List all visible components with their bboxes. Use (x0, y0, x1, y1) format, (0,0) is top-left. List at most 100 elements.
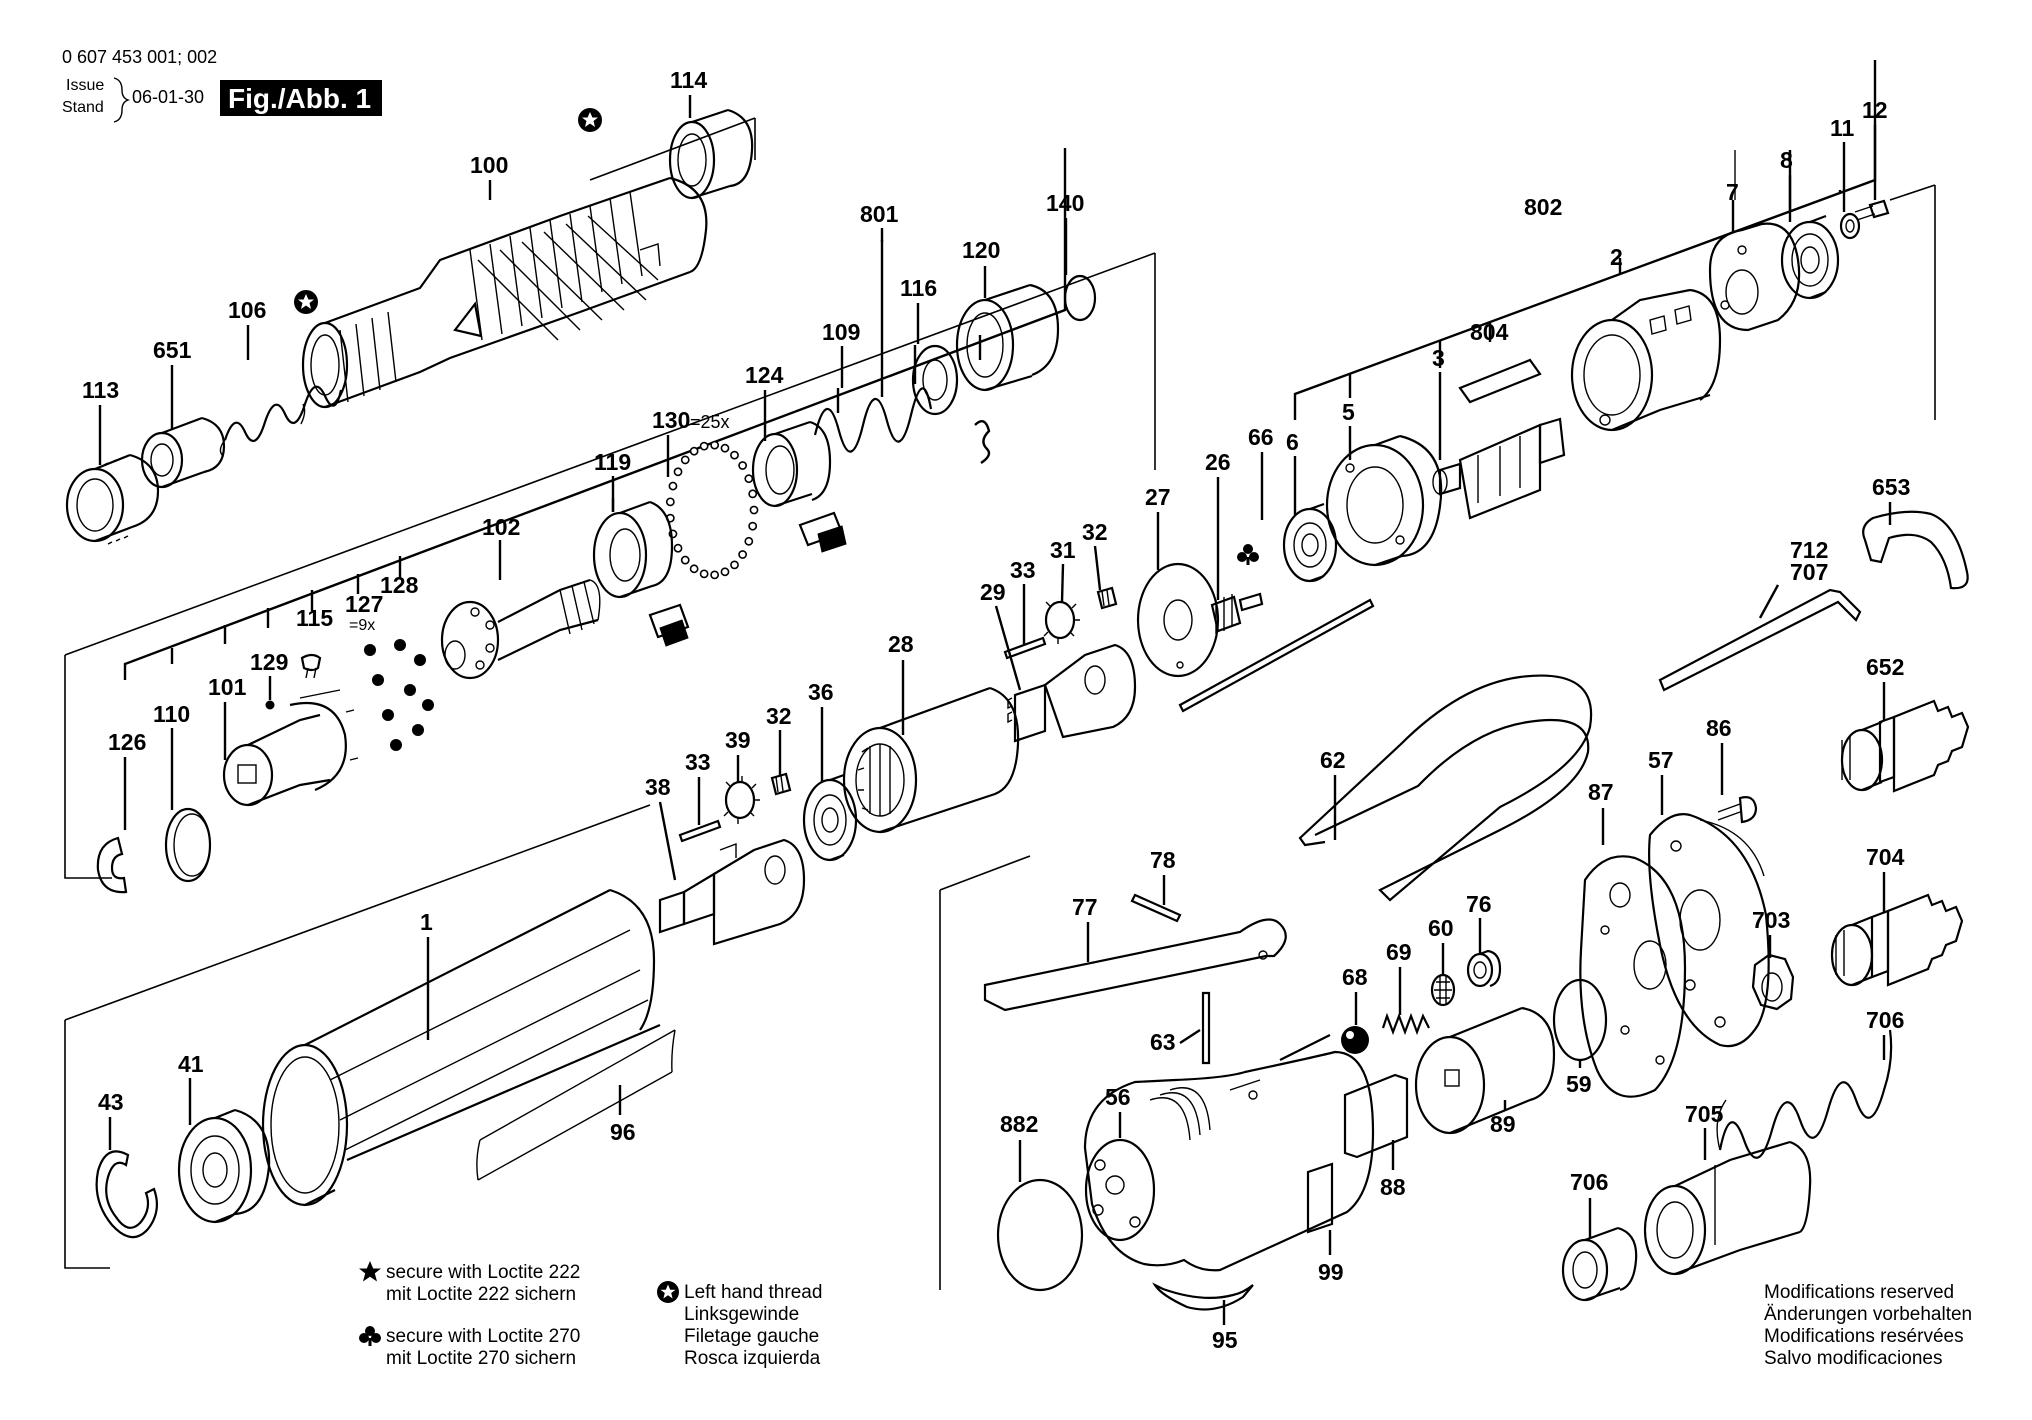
callout-882: 882 (1000, 1111, 1038, 1137)
callout-59: 59 (1566, 1071, 1592, 1097)
ball (414, 654, 426, 666)
part-78-pin (1130, 893, 1182, 923)
panel-frames (64, 117, 1936, 1290)
stand-label: Stand (62, 99, 104, 116)
callout-8: 8 (1780, 147, 1793, 173)
callout-60: 60 (1428, 915, 1454, 941)
part-96-strip (476, 1029, 676, 1181)
part-804-vane (1458, 358, 1542, 404)
callout-130: 130 (652, 407, 690, 433)
callout-109: 109 (822, 319, 860, 345)
callout-89: 89 (1490, 1111, 1516, 1137)
circled-star-icon (294, 290, 318, 314)
part-33-pin (678, 819, 722, 843)
part-36-bearing (802, 773, 858, 862)
part-86-screw (1717, 796, 1758, 824)
part-129-ball (265, 700, 275, 710)
circled-star-icon (578, 108, 602, 132)
ball (680, 455, 690, 465)
callout-704: 704 (1866, 844, 1905, 870)
header: 0 607 453 001; 002 Issue Stand 06-01-30 … (62, 47, 382, 123)
callout-120: 120 (962, 237, 1000, 263)
part-87-gasket-plate (1579, 855, 1687, 1098)
callouts-upper-left: 114 100 106 651 113 801 140 120 116 109 … (82, 67, 1084, 830)
ball (748, 489, 758, 499)
part-28-ring-gear (842, 686, 1020, 834)
part-39-gear (723, 776, 760, 824)
legend-loctite222-en: secure with Loctite 222 (386, 1262, 580, 1283)
ball (710, 570, 720, 580)
callout-69: 69 (1386, 939, 1412, 965)
issue-date: 06-01-30 (132, 87, 204, 107)
part-29-planet-carrier (1007, 643, 1137, 743)
part-60-screen (1430, 973, 1456, 1007)
part-12-screw (1854, 199, 1890, 221)
callout-32-lower: 32 (766, 703, 792, 729)
callout-124: 124 (745, 362, 784, 388)
callout-43: 43 (98, 1089, 124, 1115)
ball (412, 724, 424, 736)
callout-2: 2 (1610, 244, 1623, 270)
part-1-housing (261, 888, 661, 1207)
part-7-end-plate (1708, 222, 1801, 332)
callout-27: 27 (1145, 484, 1171, 510)
callout-100: 100 (470, 152, 508, 178)
callout-5: 5 (1342, 399, 1355, 425)
ball (673, 467, 683, 477)
callout-96: 96 (610, 1119, 636, 1145)
part-69-spring (1381, 1012, 1430, 1036)
callout-114: 114 (670, 67, 707, 93)
callout-77: 77 (1072, 894, 1098, 920)
part-77-lever (983, 918, 1287, 1012)
callout-115: 115 (296, 605, 333, 631)
callouts-fittings: 653 712 707 652 704 703 706 705 706 (1570, 474, 1910, 1238)
callout-802: 802 (1524, 194, 1562, 220)
part-26-pinion (1210, 592, 1264, 634)
ball (748, 521, 758, 531)
callout-88: 88 (1380, 1174, 1406, 1200)
callout-56: 56 (1105, 1084, 1131, 1110)
part-68-ball (1341, 1026, 1369, 1054)
callout-11: 11 (1830, 115, 1855, 141)
part-63-pin (1201, 991, 1211, 1065)
callout-116: 116 (900, 275, 937, 301)
callout-41: 41 (178, 1051, 204, 1077)
legend-lh-thread-de: Linksgewinde (684, 1304, 799, 1325)
part-705-hose-nipple (1643, 1140, 1812, 1276)
part-8-bearing (1780, 214, 1840, 300)
part-116-disc (911, 344, 991, 464)
club-icon (359, 1326, 381, 1346)
part-882-oring (996, 1178, 1084, 1292)
callout-33-upper: 33 (1010, 557, 1036, 583)
part-706-sleeve (1561, 1226, 1638, 1302)
part-38-spindle (658, 838, 806, 946)
callout-29: 29 (980, 579, 1006, 605)
part-5-plate (1325, 434, 1443, 567)
ball (382, 709, 394, 721)
callout-706-spring: 706 (1866, 1007, 1904, 1033)
part-2-cylinder (1570, 288, 1722, 432)
ball (394, 639, 406, 651)
ball (720, 567, 730, 577)
legend-lh-thread-es: Rosca izquierda (684, 1348, 821, 1369)
callout-95: 95 (1212, 1327, 1238, 1353)
modifications-fr: Modifications resérvées (1764, 1326, 1964, 1347)
ball (689, 564, 699, 574)
ball (720, 443, 730, 453)
part-88-plate (1343, 1073, 1409, 1159)
part-120-bush (955, 283, 1060, 392)
callout-7: 7 (1726, 179, 1739, 205)
callout-119: 119 (594, 449, 631, 475)
ball (372, 674, 384, 686)
callout-130-quantity: =25x (690, 412, 730, 432)
part-6-bearing (1282, 502, 1338, 583)
callout-6: 6 (1286, 429, 1299, 455)
part-130-balls (665, 440, 759, 580)
part-651-sleeve (140, 416, 226, 489)
callout-3: 3 (1432, 345, 1445, 371)
callout-705: 705 (1685, 1101, 1724, 1127)
part-43-circlip (95, 1150, 159, 1239)
star-icon (359, 1261, 381, 1282)
callout-66: 66 (1248, 424, 1274, 450)
callout-113: 113 (82, 377, 119, 403)
